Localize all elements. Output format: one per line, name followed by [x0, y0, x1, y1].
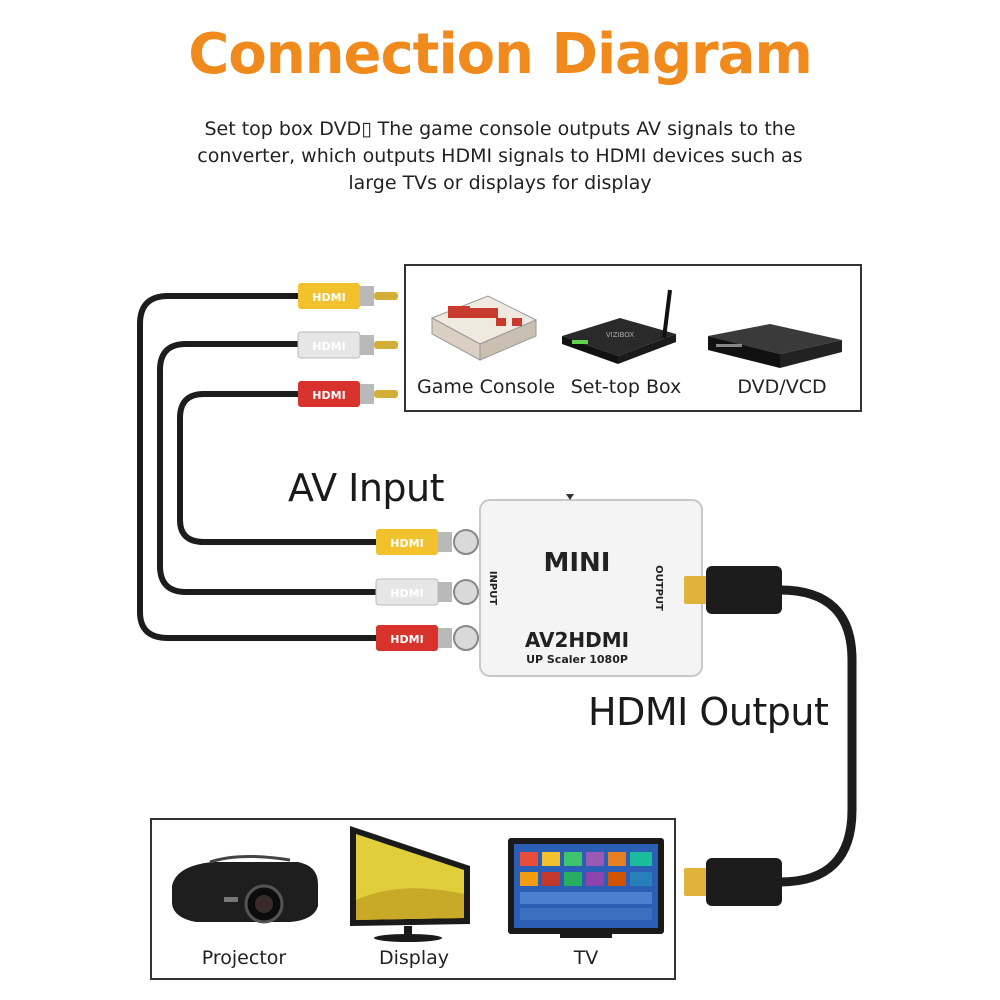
svg-text:VIZIBOX: VIZIBOX: [606, 331, 634, 339]
monitor-icon: [350, 826, 470, 942]
rca-plug-text: HDMI: [390, 633, 423, 646]
rca-plug-text: HDMI: [390, 587, 423, 600]
converter-model: AV2HDMI: [525, 628, 629, 652]
source-label-game-console: Game Console: [416, 376, 556, 398]
rca-plug-red-top: HDMI: [298, 381, 398, 407]
converter-spec: UP Scaler 1080P: [526, 653, 628, 666]
rca-plug-yellow-top: HDMI: [298, 283, 398, 309]
rca-plug-text: HDMI: [390, 537, 423, 550]
rca-plug-text: HDMI: [312, 291, 345, 304]
hdmi-output-label: HDMI Output: [588, 690, 829, 734]
game-console-icon: [430, 295, 538, 361]
rca-cable-yellow: [137, 293, 381, 641]
projector-icon: [172, 854, 318, 924]
av-input-label: AV Input: [288, 466, 445, 510]
tv-icon: [508, 838, 664, 938]
source-label-set-top-box: Set-top Box: [570, 376, 682, 398]
av2hdmi-converter: MINI AV2HDMI UP Scaler 1080P INPUT OUTPU…: [479, 494, 703, 677]
rca-plug-red-converter: HDMI: [376, 625, 479, 651]
hdmi-cable: [775, 585, 857, 887]
rca-plug-white-top: HDMI: [297, 331, 398, 359]
dvd-player-icon: [708, 324, 842, 368]
rca-plug-text: HDMI: [312, 389, 345, 402]
source-label-dvd-vcd: DVD/VCD: [737, 376, 827, 398]
rca-plug-text: HDMI: [312, 340, 345, 353]
output-label-display: Display: [378, 947, 450, 969]
page-subtitle: Set top box DVD▯ The game console output…: [197, 118, 803, 194]
output-label-tv: TV: [573, 947, 599, 969]
converter-brand: MINI: [544, 548, 611, 578]
converter-output-port-label: OUTPUT: [653, 565, 664, 611]
converter-input-port-label: INPUT: [487, 571, 498, 606]
rca-plug-yellow-converter: HDMI: [376, 529, 479, 555]
rca-cable-white: [157, 341, 381, 595]
rca-cable-red: [177, 391, 381, 545]
rca-plug-white-converter: HDMI: [375, 578, 479, 606]
hdmi-plug-output: [684, 858, 782, 906]
set-top-box-icon: VIZIBOX: [562, 289, 676, 364]
page-title: Connection Diagram: [188, 22, 813, 87]
output-label-projector: Projector: [201, 947, 287, 969]
hdmi-plug-converter: [684, 566, 782, 614]
